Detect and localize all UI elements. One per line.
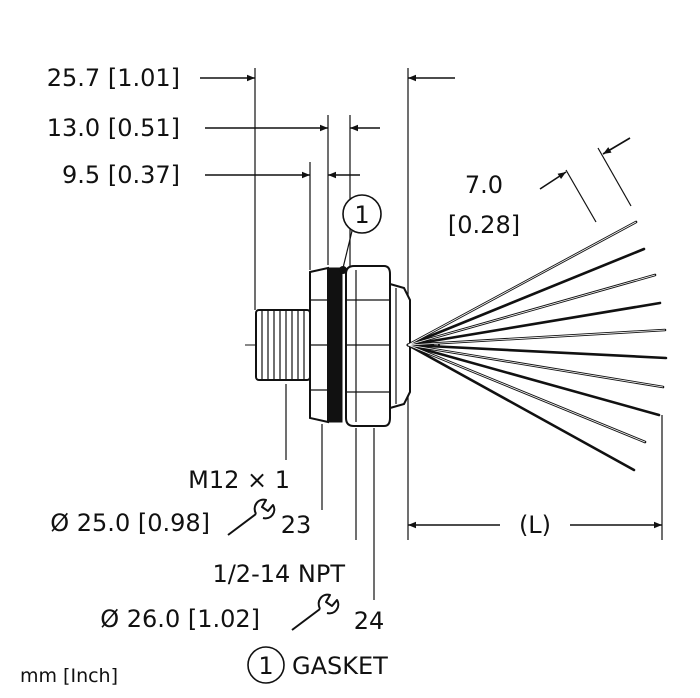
wrench-icon xyxy=(227,498,276,536)
wire-bundle xyxy=(406,220,668,472)
body-hex xyxy=(345,265,391,427)
dim-thread-length: 9.5 [0.37] xyxy=(62,161,360,270)
callout-leaders xyxy=(285,384,375,600)
gasket xyxy=(327,266,347,423)
overall-length-label: 25.7 [1.01] xyxy=(47,64,180,92)
legend-number: 1 xyxy=(258,652,273,680)
nut-diameter-label: Ø 25.0 [0.98] xyxy=(50,509,210,537)
npt-thread-label: 1/2-14 NPT xyxy=(212,560,345,588)
balloon-number: 1 xyxy=(354,201,369,229)
hex-nut xyxy=(309,266,329,424)
dim-body-length: 13.0 [0.51] xyxy=(47,114,380,270)
dim-cable-length: (L) xyxy=(407,330,663,540)
legend-gasket: 1 GASKET xyxy=(247,646,388,684)
gasket-balloon: 1 xyxy=(342,194,382,269)
legend-label: GASKET xyxy=(292,652,388,680)
cable-length-label: (L) xyxy=(519,511,551,539)
units-note: mm [Inch] xyxy=(20,665,118,687)
wire-strip-inch-label: [0.28] xyxy=(448,211,520,239)
wire-strip-label: 7.0 xyxy=(465,171,503,199)
nut-wrench-size: 23 xyxy=(281,511,312,539)
connector-thread xyxy=(255,309,311,381)
dim-overall-length: 25.7 [1.01] xyxy=(47,64,455,310)
dim-wire-strip: 7.0 [0.28] xyxy=(448,137,632,239)
body-diameter-label: Ø 26.0 [1.02] xyxy=(100,605,260,633)
body-length-label: 13.0 [0.51] xyxy=(47,114,180,142)
thread-length-label: 9.5 [0.37] xyxy=(62,161,180,189)
rear-body xyxy=(389,282,411,410)
m12-thread-label: M12 × 1 xyxy=(188,466,290,494)
wrench-icon xyxy=(291,593,340,631)
body-wrench-size: 24 xyxy=(354,607,385,635)
